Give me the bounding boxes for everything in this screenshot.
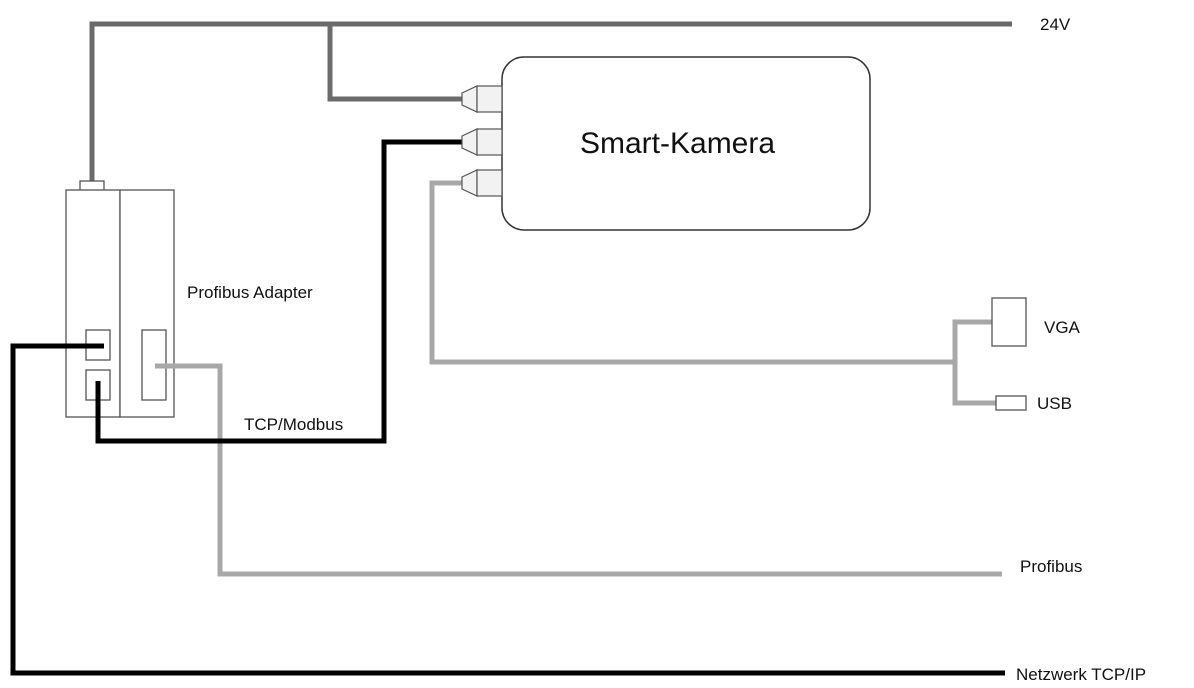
profibus-label: Profibus: [1020, 557, 1082, 576]
usb-connector: [995, 395, 1027, 411]
power-line: [89, 21, 1012, 182]
tcp-modbus-label: TCP/Modbus: [244, 415, 343, 434]
power-label: 24V: [1040, 15, 1071, 34]
vga-connector: [991, 297, 1027, 347]
adapter-label: Profibus Adapter: [187, 283, 313, 302]
camera-connector-power: [461, 85, 503, 113]
vga-label: VGA: [1044, 318, 1081, 337]
profibus-adapter: [65, 180, 175, 418]
network-label: Netzwerk TCP/IP: [1016, 665, 1146, 684]
video-line: [429, 180, 996, 406]
profibus-line: [157, 363, 1002, 577]
camera-connector-video: [461, 169, 503, 197]
camera-label: Smart-Kamera: [580, 127, 775, 160]
smart-camera: [461, 56, 871, 231]
usb-label: USB: [1037, 394, 1072, 413]
camera-connector-network: [461, 128, 503, 156]
